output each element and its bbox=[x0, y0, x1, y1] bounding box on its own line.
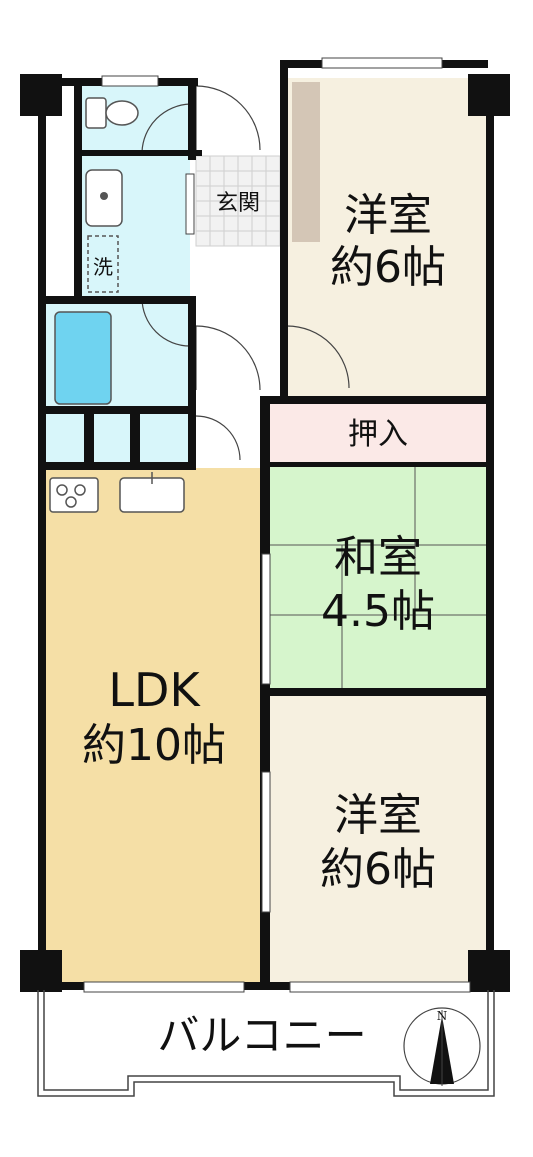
western-room-north[interactable] bbox=[287, 78, 489, 398]
oshiire-label: 押入 bbox=[348, 417, 408, 452]
ldk-size: 約10帖 bbox=[82, 720, 226, 771]
walls bbox=[20, 60, 510, 992]
japanese-room-name: 和室 bbox=[334, 532, 422, 583]
cabinet-dividers bbox=[84, 414, 140, 466]
ldk-room[interactable] bbox=[44, 468, 264, 986]
compass-icon: N bbox=[403, 1007, 481, 1086]
fixtures bbox=[49, 97, 185, 513]
western-room-south-name: 洋室 bbox=[334, 790, 422, 841]
western-room-south[interactable] bbox=[268, 696, 488, 986]
western-room-north-name: 洋室 bbox=[344, 190, 432, 241]
japanese-room[interactable] bbox=[268, 466, 488, 692]
windows bbox=[83, 57, 471, 993]
balcony bbox=[37, 990, 495, 1097]
closet-strip bbox=[292, 82, 320, 242]
japanese-room-size: 4.5帖 bbox=[321, 586, 435, 637]
storage-cabinets bbox=[44, 414, 190, 464]
tatami-lines bbox=[268, 466, 488, 692]
western-room-north-size: 約6帖 bbox=[330, 242, 446, 293]
genkan-label: 玄関 bbox=[216, 191, 260, 216]
ldk-name: LDK bbox=[108, 663, 201, 717]
western-room-south-size: 約6帖 bbox=[320, 844, 436, 895]
compass-north-label: N bbox=[437, 1009, 448, 1023]
oshiire-closet[interactable] bbox=[268, 400, 488, 464]
balcony-label: バルコニー bbox=[157, 1011, 366, 1060]
washroom-label: 洗 bbox=[93, 255, 113, 279]
